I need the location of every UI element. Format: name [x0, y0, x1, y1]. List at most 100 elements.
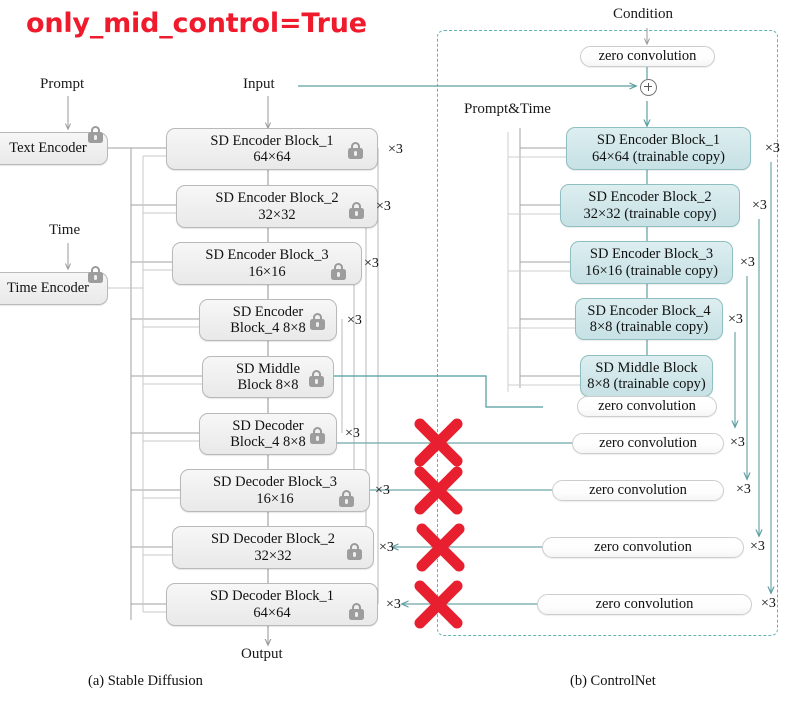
label-prompt-time: Prompt&Time: [464, 101, 551, 117]
label-condition: Condition: [613, 6, 674, 22]
block-title: SD Encoder Block_3: [205, 247, 329, 264]
block-title: SD Encoder Block_1: [210, 132, 334, 149]
red-x-icon-2: [414, 466, 463, 515]
block-title: SD Decoder: [232, 417, 304, 434]
lock-icon: [349, 603, 364, 620]
repeat-marker-cn-encoder-3: ×3: [740, 255, 755, 270]
sd-decoder-block-1[interactable]: SD Decoder Block_1 64×64: [166, 583, 378, 626]
sd-encoder-block-3[interactable]: SD Encoder Block_3 16×16: [172, 242, 362, 285]
cn-encoder-block-4[interactable]: SD Encoder Block_4 8×8 (trainable copy): [575, 298, 723, 340]
label-input: Input: [243, 76, 275, 92]
time-encoder-block[interactable]: Time Encoder: [0, 266, 108, 305]
sd-encoder-block-4[interactable]: SD Encoder Block_4 8×8: [199, 299, 337, 341]
text-encoder-block[interactable]: Text Encoder: [0, 126, 108, 165]
lock-icon: [309, 370, 324, 387]
block-subtitle: 8×8 (trainable copy): [589, 319, 709, 335]
block-title: SD Decoder Block_2: [210, 531, 336, 548]
block-subtitle: 16×16: [248, 263, 286, 280]
zero-conv-label: zero convolution: [589, 482, 687, 499]
block-title: SD Encoder: [232, 303, 304, 320]
lock-icon: [348, 142, 363, 159]
sd-decoder-block-2[interactable]: SD Decoder Block_2 32×32: [172, 526, 374, 569]
label-time: Time: [49, 222, 81, 238]
zero-conv-4[interactable]: zero convolution: [537, 594, 752, 615]
repeat-marker-encoder-4: ×3: [347, 313, 362, 328]
block-title: SD Decoder Block_1: [209, 588, 335, 605]
zero-conv-1[interactable]: zero convolution: [572, 433, 724, 454]
sd-decoder-block-3[interactable]: SD Decoder Block_3 16×16: [180, 469, 370, 512]
repeat-marker-zero-conv-1: ×3: [730, 435, 745, 450]
repeat-marker-zero-conv-4: ×3: [761, 596, 776, 611]
sd-encoder-block-1[interactable]: SD Encoder Block_1 64×64: [166, 128, 378, 170]
sd-middle-block[interactable]: SD Middle Block 8×8: [202, 356, 334, 398]
block-subtitle: 32×32: [254, 547, 292, 564]
sd-encoder-block-2[interactable]: SD Encoder Block_2 32×32: [176, 185, 378, 228]
cn-encoder-block-3[interactable]: SD Encoder Block_3 16×16 (trainable copy…: [570, 241, 733, 284]
lock-icon: [331, 263, 346, 280]
red-x-icon-4: [414, 580, 463, 629]
block-subtitle: 32×32: [258, 206, 296, 223]
label-prompt: Prompt: [40, 76, 85, 92]
repeat-marker-cn-encoder-2: ×3: [752, 198, 767, 213]
block-subtitle: Block_4 8×8: [230, 434, 306, 450]
lock-icon: [310, 427, 325, 444]
zero-conv-label: zero convolution: [595, 596, 694, 613]
repeat-marker-decoder-1: ×3: [386, 597, 401, 612]
repeat-marker-cn-encoder-1: ×3: [765, 141, 780, 156]
cn-encoder-block-2[interactable]: SD Encoder Block_2 32×32 (trainable copy…: [560, 184, 740, 227]
zero-conv-label: zero convolution: [599, 435, 697, 452]
addition-node: [640, 79, 657, 96]
zero-conv-label: zero convolution: [594, 539, 692, 556]
repeat-marker-decoder-4: ×3: [345, 426, 360, 441]
block-subtitle: 16×16 (trainable copy): [585, 262, 718, 279]
repeat-marker-decoder-2: ×3: [379, 540, 394, 555]
repeat-marker-encoder-1: ×3: [388, 142, 403, 157]
block-title: SD Encoder Block_3: [589, 246, 714, 263]
repeat-marker-encoder-3: ×3: [364, 256, 379, 271]
block-subtitle: 32×32 (trainable copy): [583, 205, 717, 222]
page-title: only_mid_control=True: [26, 8, 367, 39]
zero-conv-top[interactable]: zero convolution: [580, 46, 715, 67]
block-title: SD Encoder Block_1: [596, 132, 721, 149]
block-subtitle: 16×16: [256, 490, 294, 507]
repeat-marker-zero-conv-2: ×3: [736, 482, 751, 497]
controlnet-panel-border: [437, 30, 778, 636]
lock-icon: [310, 313, 325, 330]
block-title: SD Encoder Block_4: [587, 302, 711, 319]
zero-conv-label: zero convolution: [598, 398, 696, 415]
block-title: SD Encoder Block_2: [588, 189, 712, 206]
block-title: SD Decoder Block_3: [212, 474, 338, 491]
red-x-icon-3: [416, 523, 465, 572]
block-subtitle: Block_4 8×8: [230, 320, 306, 336]
block-subtitle: 64×64: [253, 604, 291, 621]
lock-icon: [88, 266, 103, 283]
repeat-marker-decoder-3: ×3: [375, 483, 390, 498]
block-title: SD Encoder Block_2: [215, 190, 339, 207]
lock-icon: [88, 126, 103, 143]
block-subtitle: 64×64: [253, 149, 291, 165]
caption-controlnet: (b) ControlNet: [570, 673, 656, 689]
repeat-marker-cn-encoder-4: ×3: [728, 312, 743, 327]
time-encoder-label: Time Encoder: [6, 280, 90, 297]
cn-encoder-block-1[interactable]: SD Encoder Block_1 64×64 (trainable copy…: [566, 127, 751, 170]
sd-decoder-block-4[interactable]: SD Decoder Block_4 8×8: [199, 413, 337, 455]
red-x-icon-1: [414, 418, 463, 467]
cn-middle-block[interactable]: SD Middle Block 8×8 (trainable copy): [580, 355, 713, 397]
label-output: Output: [241, 646, 283, 662]
block-subtitle: 64×64 (trainable copy): [592, 148, 725, 165]
block-subtitle: Block 8×8: [237, 377, 299, 393]
zero-conv-3[interactable]: zero convolution: [542, 537, 744, 558]
zero-conv-middle[interactable]: zero convolution: [577, 396, 717, 417]
zero-conv-label: zero convolution: [598, 48, 697, 65]
zero-conv-2[interactable]: zero convolution: [552, 480, 724, 501]
repeat-marker-encoder-2: ×3: [376, 199, 391, 214]
repeat-marker-zero-conv-3: ×3: [750, 539, 765, 554]
block-title: SD Middle Block: [595, 359, 698, 376]
lock-icon: [347, 543, 362, 560]
block-subtitle: 8×8 (trainable copy): [587, 376, 706, 392]
block-title: SD Middle: [235, 360, 301, 377]
text-encoder-label: Text Encoder: [9, 140, 87, 157]
